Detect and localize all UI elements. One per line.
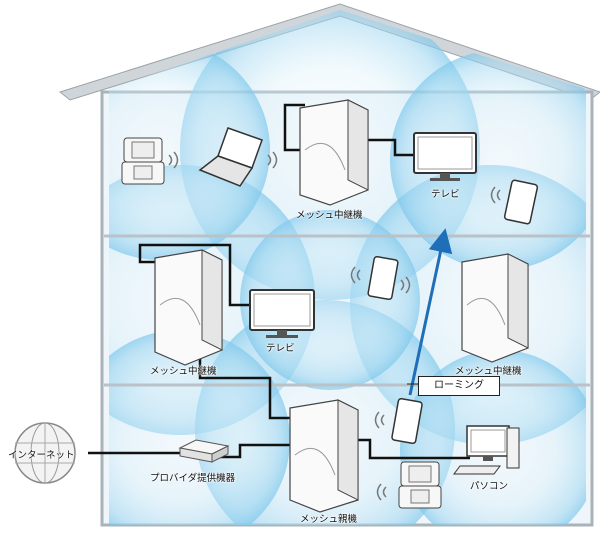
floor-dividers [104,234,590,387]
mesh-relay-top-label: メッシュ中継機 [296,210,363,221]
roaming-arrow [407,228,453,396]
desktop-pc-icon [453,425,520,475]
tv-top-label: テレビ [431,189,460,200]
tv-middle-label: テレビ [266,343,295,354]
mesh-relay-top-device [299,99,369,206]
mesh-relay-left-label: メッシュ中継機 [150,366,217,377]
roaming-label-box: ローミング [418,376,500,396]
tablet-bottom-icon [391,397,423,445]
game-console-top-icon [121,137,165,185]
provider-device-icon [178,439,230,463]
tablet-middle-icon [367,255,399,301]
tablet-top-right-icon [503,179,539,225]
mesh-relay-right-label: メッシュ中継機 [455,366,522,377]
ethernet-cables [88,103,470,460]
pc-label: パソコン [470,481,509,492]
game-console-bottom-icon [398,461,442,509]
mesh-parent-device [289,399,359,513]
mesh-parent-label: メッシュ親機 [300,514,358,525]
roaming-label: ローミング [434,380,484,391]
internet-label: インターネット [8,450,75,461]
provider-device-label: プロバイダ提供機器 [150,473,236,484]
wireless-signal-arcs [168,151,501,501]
tv-middle-icon [249,289,315,338]
internet-globe-icon [14,422,76,484]
mesh-relay-left-device [154,249,223,366]
tv-top-icon [413,132,477,181]
laptop-icon [198,127,263,187]
mesh-relay-right-device [461,253,529,363]
